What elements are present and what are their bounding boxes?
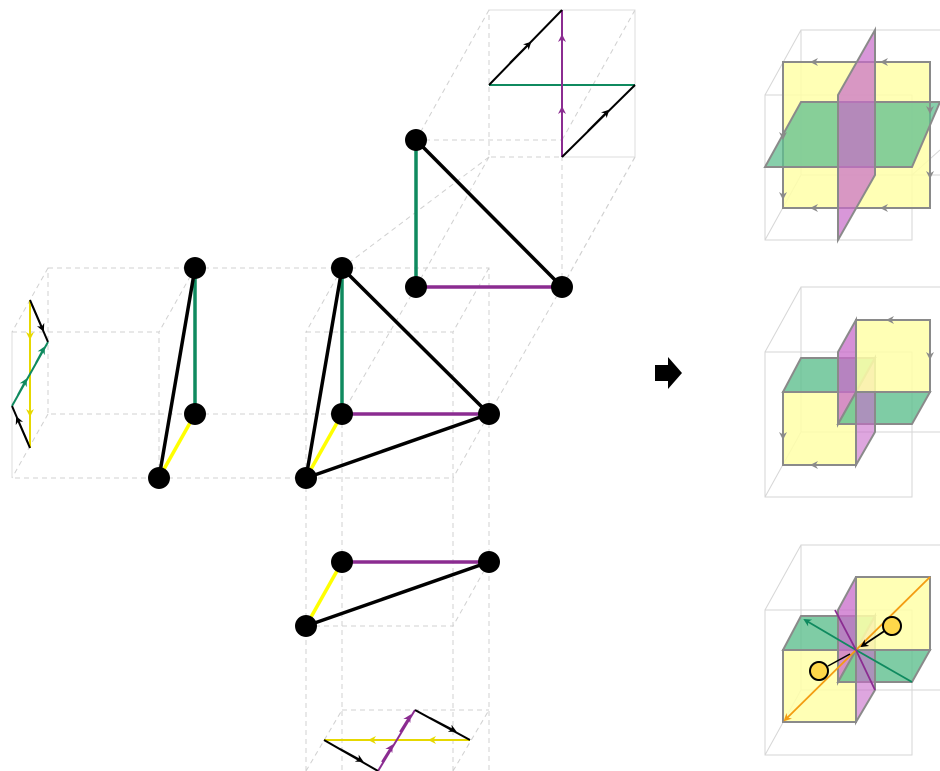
top-cube-triangle	[414, 138, 564, 289]
left-cube-triangle	[157, 267, 197, 479]
center-cube-tetrahedron	[304, 266, 491, 480]
bottom-cube-triangle	[304, 560, 490, 628]
dashed-guides	[11, 9, 636, 771]
right-cube-planes-1	[763, 26, 940, 244]
right-cube-planes-3	[764, 544, 940, 756]
right-cube-planes-2	[764, 286, 940, 498]
solid-light-edges	[11, 9, 636, 478]
vertices	[148, 129, 573, 637]
top-cube-edges	[488, 9, 636, 158]
bottom-cube-edges	[323, 709, 471, 771]
right-arrow-icon	[655, 357, 682, 389]
left-cube-edges	[11, 299, 49, 449]
